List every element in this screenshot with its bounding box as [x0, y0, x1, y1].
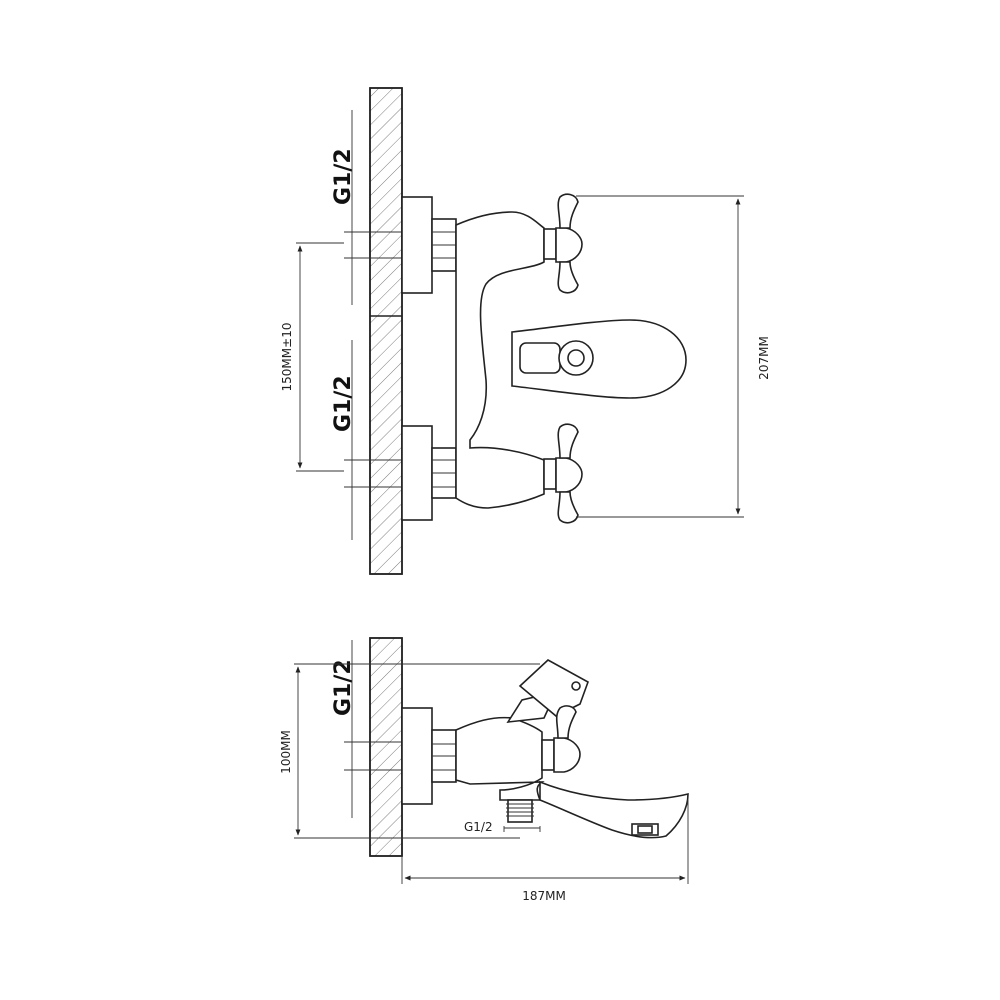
- side-wall: [369, 637, 403, 857]
- side-outlet-thread-label: G1/2: [464, 820, 493, 834]
- side-handle: [541, 705, 581, 773]
- front-upper-connector: [401, 196, 457, 294]
- side-view: G1/2 G1/2 100MM 187MM: [279, 637, 689, 903]
- front-lower-handle: [543, 423, 583, 524]
- center-distance-label: 150MM±10: [280, 323, 294, 392]
- center-distance-dimension: 150MM±10: [280, 242, 344, 472]
- side-pipe-lines: [344, 640, 402, 818]
- front-wall: [369, 87, 403, 575]
- front-view: G1/2 G1/2 150MM±10 207MM: [280, 87, 771, 575]
- front-upper-handle: [543, 193, 583, 294]
- front-diverter-lever: [519, 342, 561, 374]
- side-height-label: 100MM: [279, 730, 293, 774]
- side-thread-label: G1/2: [331, 659, 356, 716]
- front-diverter-knob: [558, 340, 594, 376]
- side-spout-aerator: [631, 823, 659, 836]
- side-spout: [539, 780, 689, 839]
- side-shower-diverter: [506, 659, 589, 723]
- side-outlet-thread: [503, 799, 541, 832]
- side-height-dimension: 100MM: [279, 663, 540, 839]
- depth-label: 187MM: [522, 889, 566, 903]
- front-mixer-body: [455, 211, 545, 509]
- front-top-thread-label: G1/2: [331, 148, 356, 205]
- side-connector: [401, 707, 457, 805]
- depth-dimension: 187MM: [401, 800, 689, 903]
- front-spout: [511, 319, 687, 399]
- front-bottom-thread-label: G1/2: [331, 375, 356, 432]
- front-lower-connector: [401, 425, 457, 521]
- height-dimension: 207MM: [576, 195, 771, 518]
- side-mixer-body: [455, 716, 545, 801]
- front-pipe-lines: [344, 110, 402, 540]
- height-label: 207MM: [757, 336, 771, 380]
